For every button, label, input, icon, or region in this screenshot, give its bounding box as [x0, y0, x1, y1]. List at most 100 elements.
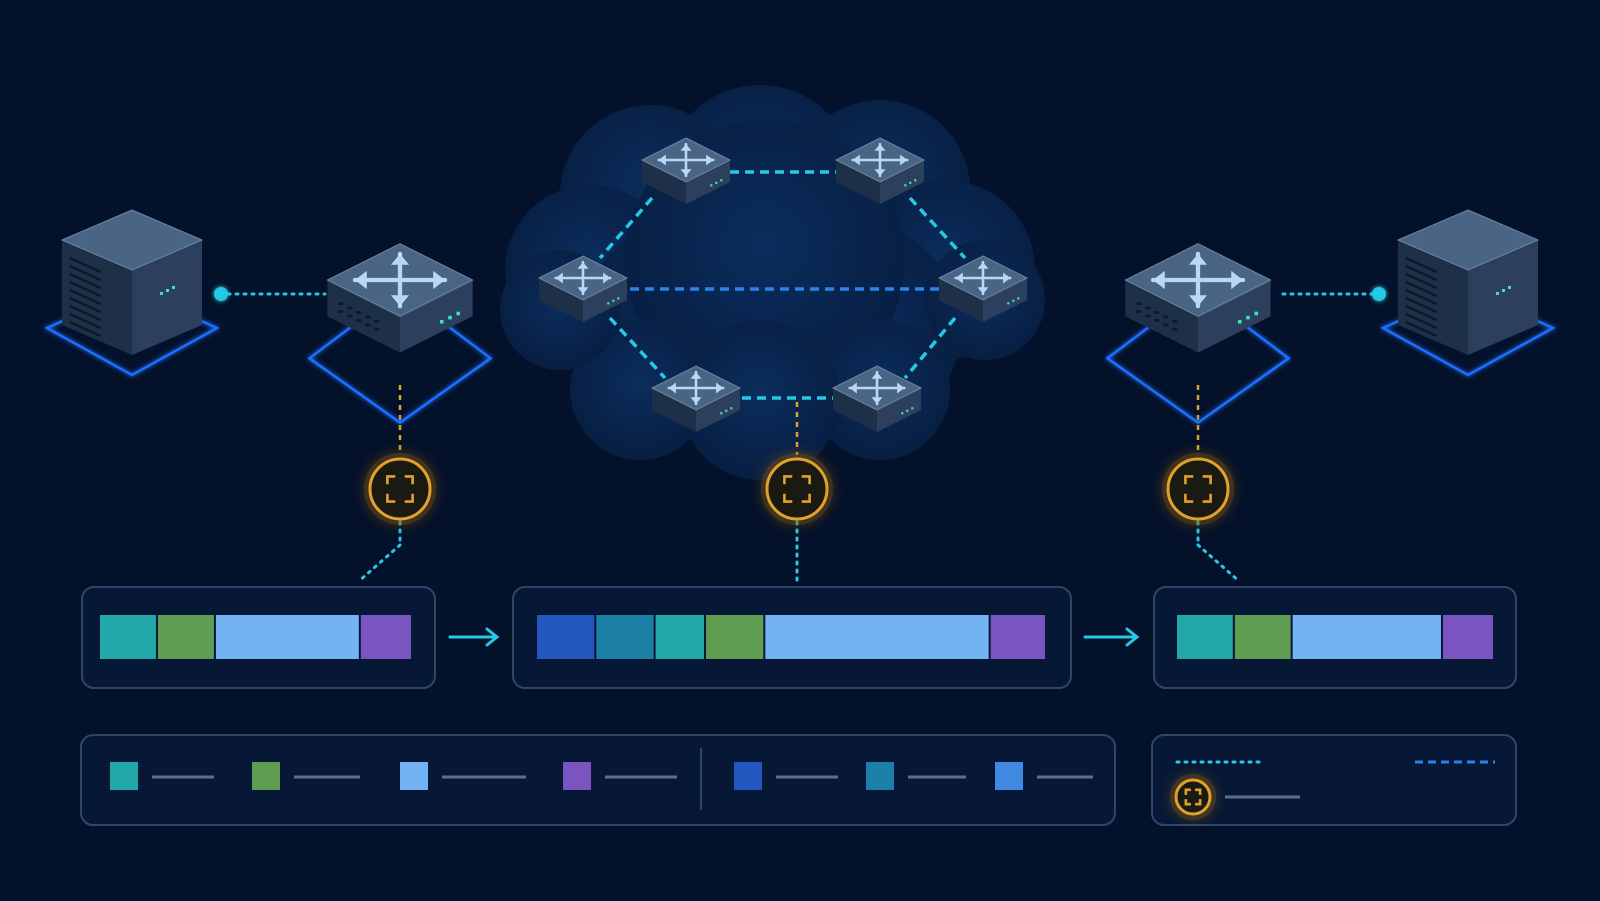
- status-led: [720, 179, 723, 182]
- mirror-point-ingress: [364, 453, 436, 525]
- packet-segment-purple: [1442, 615, 1493, 659]
- status-led: [617, 297, 620, 300]
- right-edge-router: [1124, 243, 1272, 353]
- router-port: [338, 310, 344, 313]
- status-led: [730, 407, 733, 410]
- link-core-upper-right: [908, 196, 967, 260]
- router-arrows-icon: [657, 142, 715, 178]
- server-vent: [1405, 272, 1438, 290]
- status-led: [1017, 297, 1020, 300]
- legend-item-green: [252, 762, 360, 790]
- router-port: [1172, 320, 1178, 323]
- status-led: [448, 315, 452, 320]
- link-endpoint-dot: [1372, 287, 1386, 301]
- legend-swatch: [252, 762, 280, 790]
- status-led: [720, 412, 723, 415]
- flow-arrow-icon: [448, 627, 500, 647]
- status-led: [607, 302, 610, 305]
- link-core-lower-right: [903, 316, 957, 380]
- server-vent: [1405, 288, 1438, 306]
- core-router-bottom-left: [650, 365, 742, 432]
- packet-segment-blue: [537, 615, 595, 659]
- link-core-upper-left: [598, 196, 654, 260]
- legend-capture-icon: [1170, 774, 1216, 820]
- server-vent: [69, 256, 102, 274]
- status-led: [1254, 311, 1259, 316]
- packet-core: [537, 615, 1045, 659]
- router-port: [365, 315, 371, 319]
- legend-swatch: [563, 762, 591, 790]
- router-port: [374, 328, 380, 331]
- legend-item-blue: [734, 762, 838, 790]
- router-base-glow: [307, 288, 493, 425]
- status-led: [1012, 299, 1015, 302]
- router-port: [1172, 328, 1178, 331]
- packet-segment-lightblue: [765, 615, 989, 659]
- router-port: [1145, 314, 1151, 318]
- status-led: [172, 286, 175, 289]
- router-port: [347, 306, 353, 310]
- status-led: [1502, 289, 1505, 292]
- legend-item-lightblue: [400, 762, 526, 790]
- router-port: [1136, 310, 1142, 313]
- left-edge-router: [326, 243, 474, 353]
- capture-brackets-icon: [783, 475, 811, 503]
- router-port: [374, 320, 380, 323]
- legend-panel-fields: [80, 734, 1116, 826]
- packet-segment-lightblue: [1292, 615, 1441, 659]
- status-led: [911, 407, 914, 410]
- legend-item-midblue: [995, 762, 1093, 790]
- server-vent: [1405, 304, 1438, 322]
- router-arrows-icon: [667, 370, 725, 406]
- status-led: [725, 409, 728, 412]
- router-arrows-icon: [848, 370, 906, 406]
- status-led: [1496, 292, 1499, 295]
- status-led: [909, 181, 912, 184]
- legend-swatch: [734, 762, 762, 790]
- core-router-top-left: [640, 137, 732, 204]
- router-port: [338, 302, 344, 305]
- legend-panel-symbols: [1151, 734, 1517, 826]
- status-led: [612, 299, 615, 302]
- router-port: [1163, 323, 1169, 327]
- server-vent: [1405, 312, 1438, 330]
- packet-segment-teal: [100, 615, 156, 659]
- status-led: [1237, 319, 1242, 324]
- router-arrows-icon: [954, 260, 1012, 296]
- core-router-left: [537, 255, 629, 322]
- packet-segment-green: [1234, 615, 1291, 659]
- server-vent: [69, 280, 102, 298]
- router-arrows-icon: [554, 260, 612, 296]
- status-led: [914, 179, 917, 182]
- packet-segment-teal: [1177, 615, 1233, 659]
- legend-swatch: [995, 762, 1023, 790]
- core-router-bottom-right: [831, 365, 923, 432]
- router-port: [1163, 315, 1169, 319]
- status-led: [906, 409, 909, 412]
- right-server: [1396, 209, 1540, 355]
- packet-segment-darkteal: [596, 615, 654, 659]
- status-led: [166, 289, 169, 292]
- legend-swatch: [866, 762, 894, 790]
- router-arrows-icon: [352, 251, 448, 309]
- router-port: [1154, 311, 1160, 314]
- left-server: [60, 209, 204, 355]
- status-led: [1508, 286, 1511, 289]
- server-vent: [1405, 296, 1438, 314]
- flow-arrow-icon: [1083, 627, 1140, 647]
- packet-segment-teal: [655, 615, 705, 659]
- server-vent: [1405, 320, 1438, 338]
- capture-brackets-icon: [1184, 475, 1212, 503]
- core-router-right: [937, 255, 1029, 322]
- status-led: [456, 311, 461, 316]
- router-port: [347, 314, 353, 318]
- status-led: [1007, 302, 1010, 305]
- packet-segment-green: [706, 615, 764, 659]
- router-port: [356, 311, 362, 314]
- router-port: [356, 319, 362, 322]
- router-port: [1145, 306, 1151, 310]
- router-port: [1154, 319, 1160, 322]
- router-port: [1136, 302, 1142, 305]
